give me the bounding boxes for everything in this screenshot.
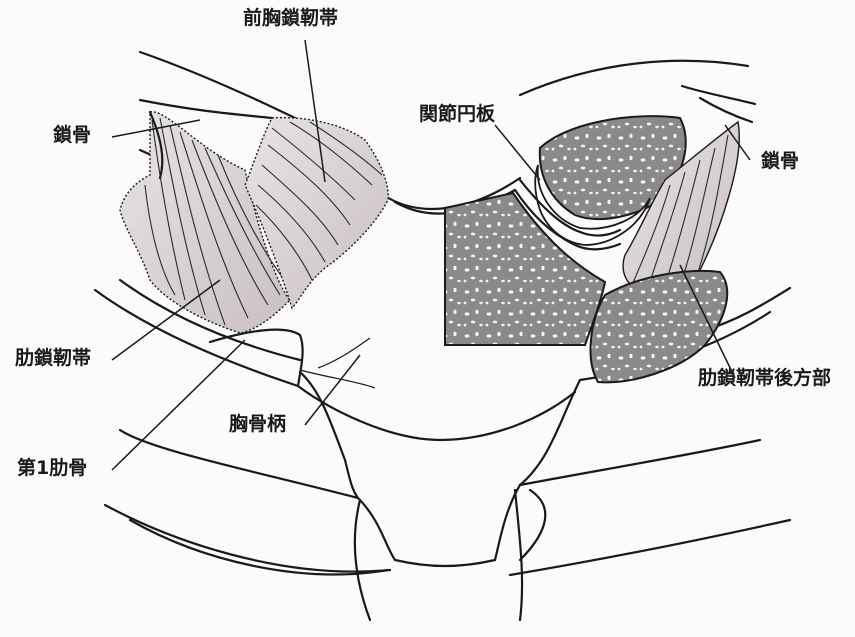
- leader-clavicle-right: [724, 124, 751, 161]
- label-clavicle-right: 鎖骨: [761, 150, 800, 172]
- left-first-rib: [93, 278, 392, 576]
- label-first-rib: 第1肋骨: [17, 457, 88, 479]
- label-anterior-sternoclavicular-ligament: 前胸鎖靭帯: [243, 7, 339, 29]
- articular-disc-shape: [513, 164, 651, 251]
- label-clavicle-left: 鎖骨: [53, 124, 92, 146]
- label-costoclavicular-ligament-posterior: 肋鎖靭帯後方部: [698, 367, 832, 389]
- manubrium-cut-section: [444, 191, 607, 346]
- leader-costoclavicular: [111, 279, 221, 361]
- leader-clavicle-left: [111, 119, 201, 138]
- anterior-sternoclavicular-ligament-shape: [244, 116, 389, 310]
- leader-lines: [111, 39, 751, 471]
- first-rib-cut-section: [589, 269, 729, 384]
- leader-first-rib: [111, 339, 246, 471]
- leader-manubrium: [304, 354, 361, 426]
- label-articular-disc: 関節円板: [419, 103, 496, 125]
- right-clavicle: [518, 59, 757, 124]
- label-manubrium: 胸骨柄: [229, 413, 287, 435]
- costoclavicular-ligament-shape: [119, 110, 291, 334]
- leader-anterior-ligament: [304, 39, 326, 183]
- leader-posterior-ligament: [679, 264, 736, 379]
- label-costoclavicular-ligament: 肋鎖靭帯: [15, 347, 92, 369]
- leader-articular-disc: [494, 124, 541, 181]
